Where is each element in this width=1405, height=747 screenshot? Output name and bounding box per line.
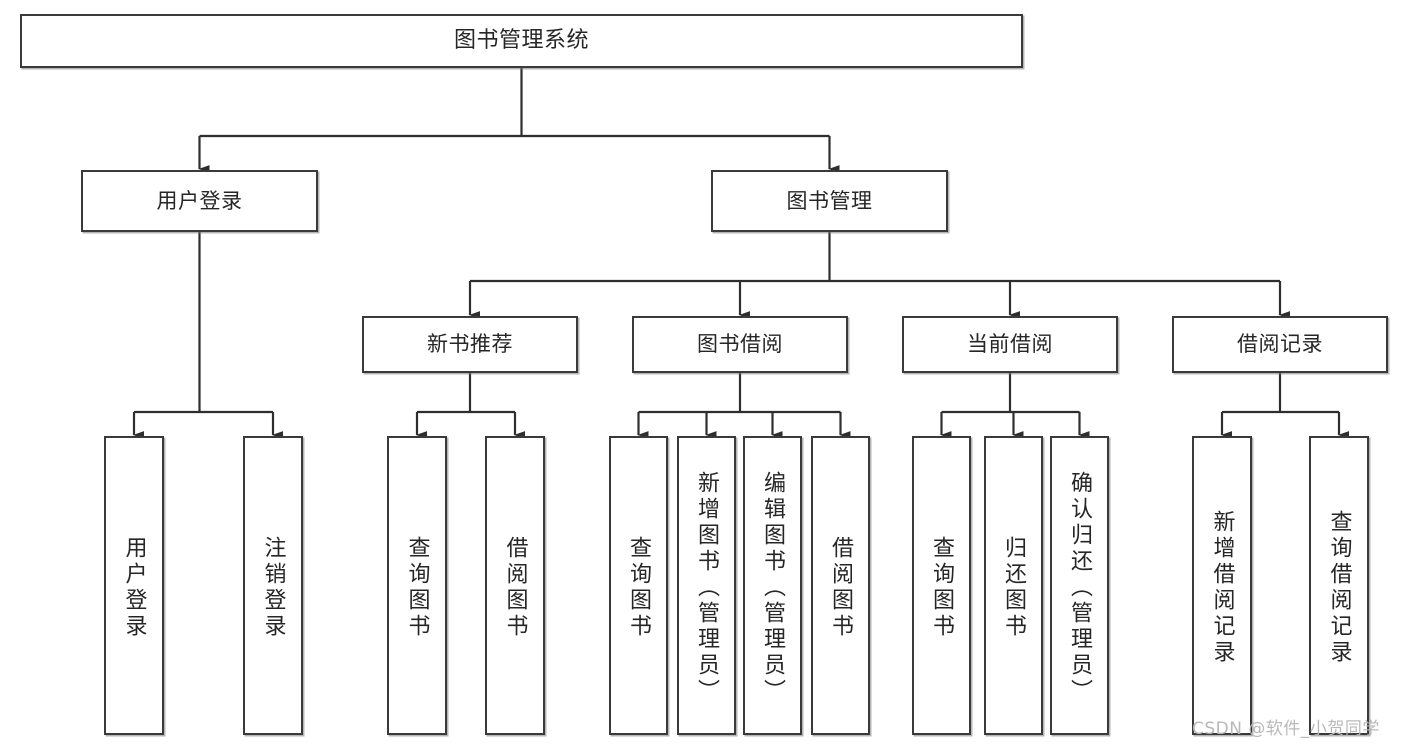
node-records[interactable]: 借阅记录 (1172, 316, 1388, 373)
node-l-bor-3[interactable]: 编辑图书（管理员） (743, 436, 802, 735)
node-newbook[interactable]: 新书推荐 (362, 316, 578, 373)
node-label: 用户登录 (121, 535, 147, 640)
node-label: 新书推荐 (427, 332, 513, 357)
node-l-rec-2[interactable]: 查询借阅记录 (1309, 436, 1369, 735)
node-l-cur-2[interactable]: 归还图书 (984, 436, 1043, 735)
node-l-new-2[interactable]: 借阅图书 (485, 436, 545, 735)
node-l-cur-1[interactable]: 查询图书 (912, 436, 971, 735)
node-label: 借阅记录 (1237, 332, 1323, 357)
node-label: 图书管理 (786, 188, 873, 213)
node-login[interactable]: 用户登录 (81, 170, 318, 232)
node-label: 确认归还（管理员） (1067, 470, 1093, 705)
node-label: 编辑图书（管理员） (760, 470, 786, 705)
node-l-rec-1[interactable]: 新增借阅记录 (1192, 436, 1252, 735)
node-label: 图书借阅 (697, 332, 783, 357)
node-label: 查询图书 (626, 535, 652, 640)
node-borrow[interactable]: 图书借阅 (632, 316, 848, 373)
node-label: 新增图书（管理员） (694, 470, 720, 705)
node-l-bor-2[interactable]: 新增图书（管理员） (677, 436, 736, 735)
node-l-login-1[interactable]: 用户登录 (104, 436, 164, 735)
node-l-cur-3[interactable]: 确认归还（管理员） (1050, 436, 1109, 735)
node-bookmgmt[interactable]: 图书管理 (711, 170, 948, 232)
node-label: 注销登录 (260, 535, 286, 640)
node-label: 新增借阅记录 (1209, 509, 1235, 666)
watermark-text: CSDN @软件_小贺同学 (1192, 719, 1380, 739)
node-current[interactable]: 当前借阅 (902, 316, 1118, 373)
node-label: 借阅图书 (828, 535, 854, 640)
node-l-login-2[interactable]: 注销登录 (243, 436, 303, 735)
node-l-bor-4[interactable]: 借阅图书 (811, 436, 870, 735)
node-l-bor-1[interactable]: 查询图书 (609, 436, 668, 735)
node-label: 查询图书 (929, 535, 955, 640)
node-label: 查询图书 (404, 535, 430, 640)
node-label: 图书管理系统 (453, 27, 589, 53)
node-label: 用户登录 (156, 188, 243, 213)
node-label: 借阅图书 (502, 535, 528, 640)
node-label: 查询借阅记录 (1326, 509, 1352, 666)
node-root[interactable]: 图书管理系统 (20, 14, 1023, 68)
node-l-new-1[interactable]: 查询图书 (387, 436, 447, 735)
node-label: 归还图书 (1001, 535, 1027, 640)
node-label: 当前借阅 (967, 332, 1053, 357)
